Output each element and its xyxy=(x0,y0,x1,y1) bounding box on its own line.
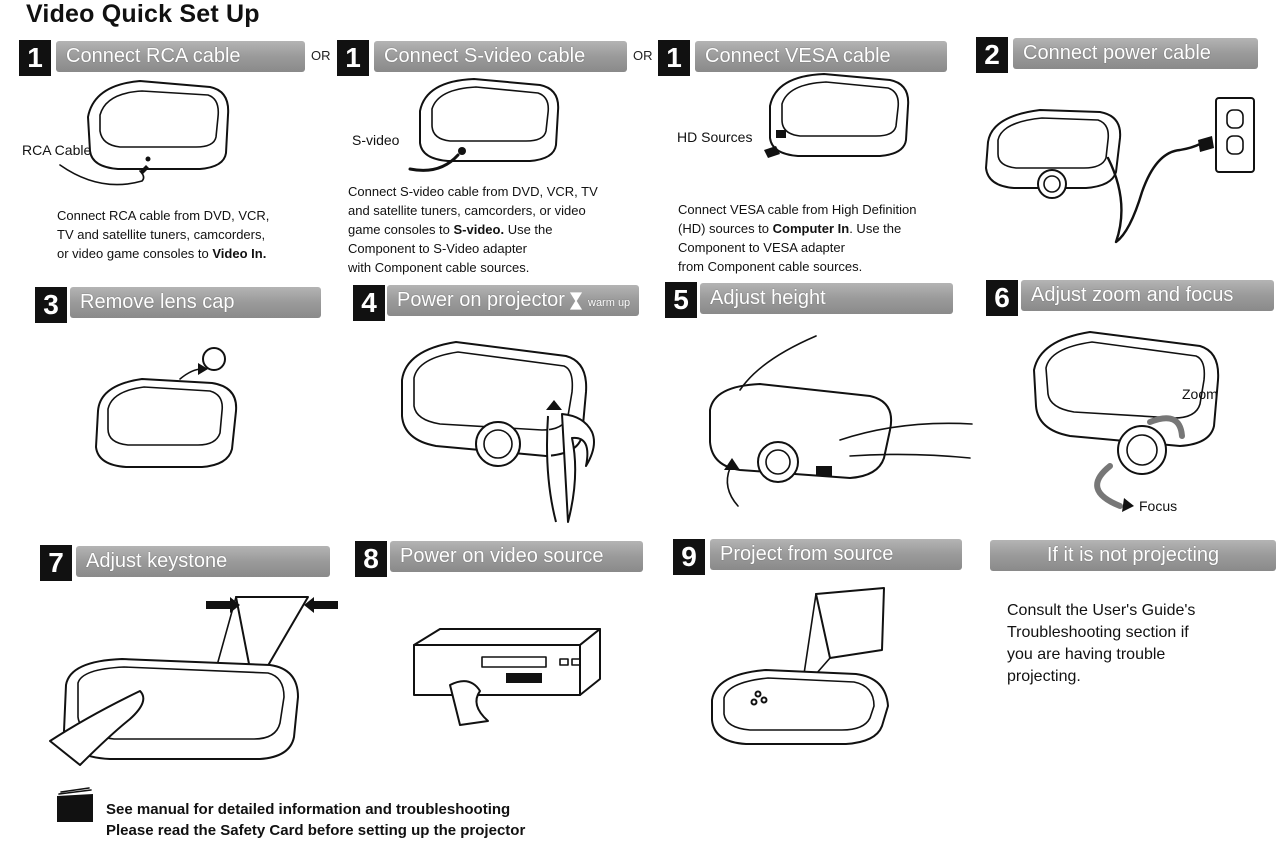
step-1b-number: 1 xyxy=(337,40,369,76)
step-4-number: 4 xyxy=(353,285,385,321)
step-5-title: Adjust height xyxy=(700,283,953,314)
step-8-title: Power on video source xyxy=(390,541,643,572)
page-title: Video Quick Set Up xyxy=(26,0,260,28)
projector-icon xyxy=(764,73,910,158)
projection-screen-icon xyxy=(49,596,338,766)
step-9-number: 9 xyxy=(673,539,705,575)
step-7-title: Adjust keystone xyxy=(76,546,330,577)
step-1c-number: 1 xyxy=(658,40,690,76)
step-1c-title: Connect VESA cable xyxy=(695,41,947,72)
step-9-title: Project from source xyxy=(710,539,962,570)
manual-book-icon xyxy=(57,787,93,822)
step-6-number: 6 xyxy=(986,280,1018,316)
step-1b-description: Connect S-video cable from DVD, VCR, TV … xyxy=(348,184,598,275)
step-3-number: 3 xyxy=(35,287,67,323)
step-8-number: 8 xyxy=(355,541,387,577)
step-1a-description: Connect RCA cable from DVD, VCR, TV and … xyxy=(57,208,270,261)
rca-cable-label: RCA Cable xyxy=(22,142,92,158)
step-1a-number: 1 xyxy=(19,40,51,76)
step-7-number: 7 xyxy=(40,545,72,581)
power-outlet-icon xyxy=(985,97,1255,244)
projector-icon xyxy=(711,587,889,745)
hd-sources-label: HD Sources xyxy=(677,129,753,145)
projector-icon xyxy=(59,80,230,186)
projector-icon xyxy=(95,347,238,468)
step-2-title: Connect power cable xyxy=(1013,38,1258,69)
troubleshoot-title: If it is not projecting xyxy=(990,540,1276,571)
zoom-label: Zoom xyxy=(1182,386,1218,402)
focus-label: Focus xyxy=(1139,498,1178,514)
projector-icon xyxy=(408,78,560,172)
step-5-number: 5 xyxy=(665,282,697,318)
step-1a-title: Connect RCA cable xyxy=(56,41,305,72)
troubleshoot-description: Consult the User's Guide's Troubleshooti… xyxy=(1007,602,1196,685)
hand-icon xyxy=(709,335,973,507)
step-1c-description: Connect VESA cable from High Definition … xyxy=(678,202,917,274)
or-label-2: OR xyxy=(633,48,653,63)
projector-icon xyxy=(1033,331,1220,512)
s-video-label: S-video xyxy=(352,132,400,148)
step-3-title: Remove lens cap xyxy=(70,287,321,318)
step-2-number: 2 xyxy=(976,37,1008,73)
projector-icon xyxy=(401,341,595,523)
or-label-1: OR xyxy=(311,48,331,63)
warm-up-label: warm up xyxy=(588,297,631,309)
footer-manual-note: See manual for detailed information and … xyxy=(106,801,526,839)
step-4-title: Power on projector warm up xyxy=(387,285,639,316)
hourglass-icon xyxy=(570,292,583,310)
step-6-title: Adjust zoom and focus xyxy=(1021,280,1274,311)
step-1b-title: Connect S-video cable xyxy=(374,41,627,72)
dvd-player-icon xyxy=(413,628,601,726)
